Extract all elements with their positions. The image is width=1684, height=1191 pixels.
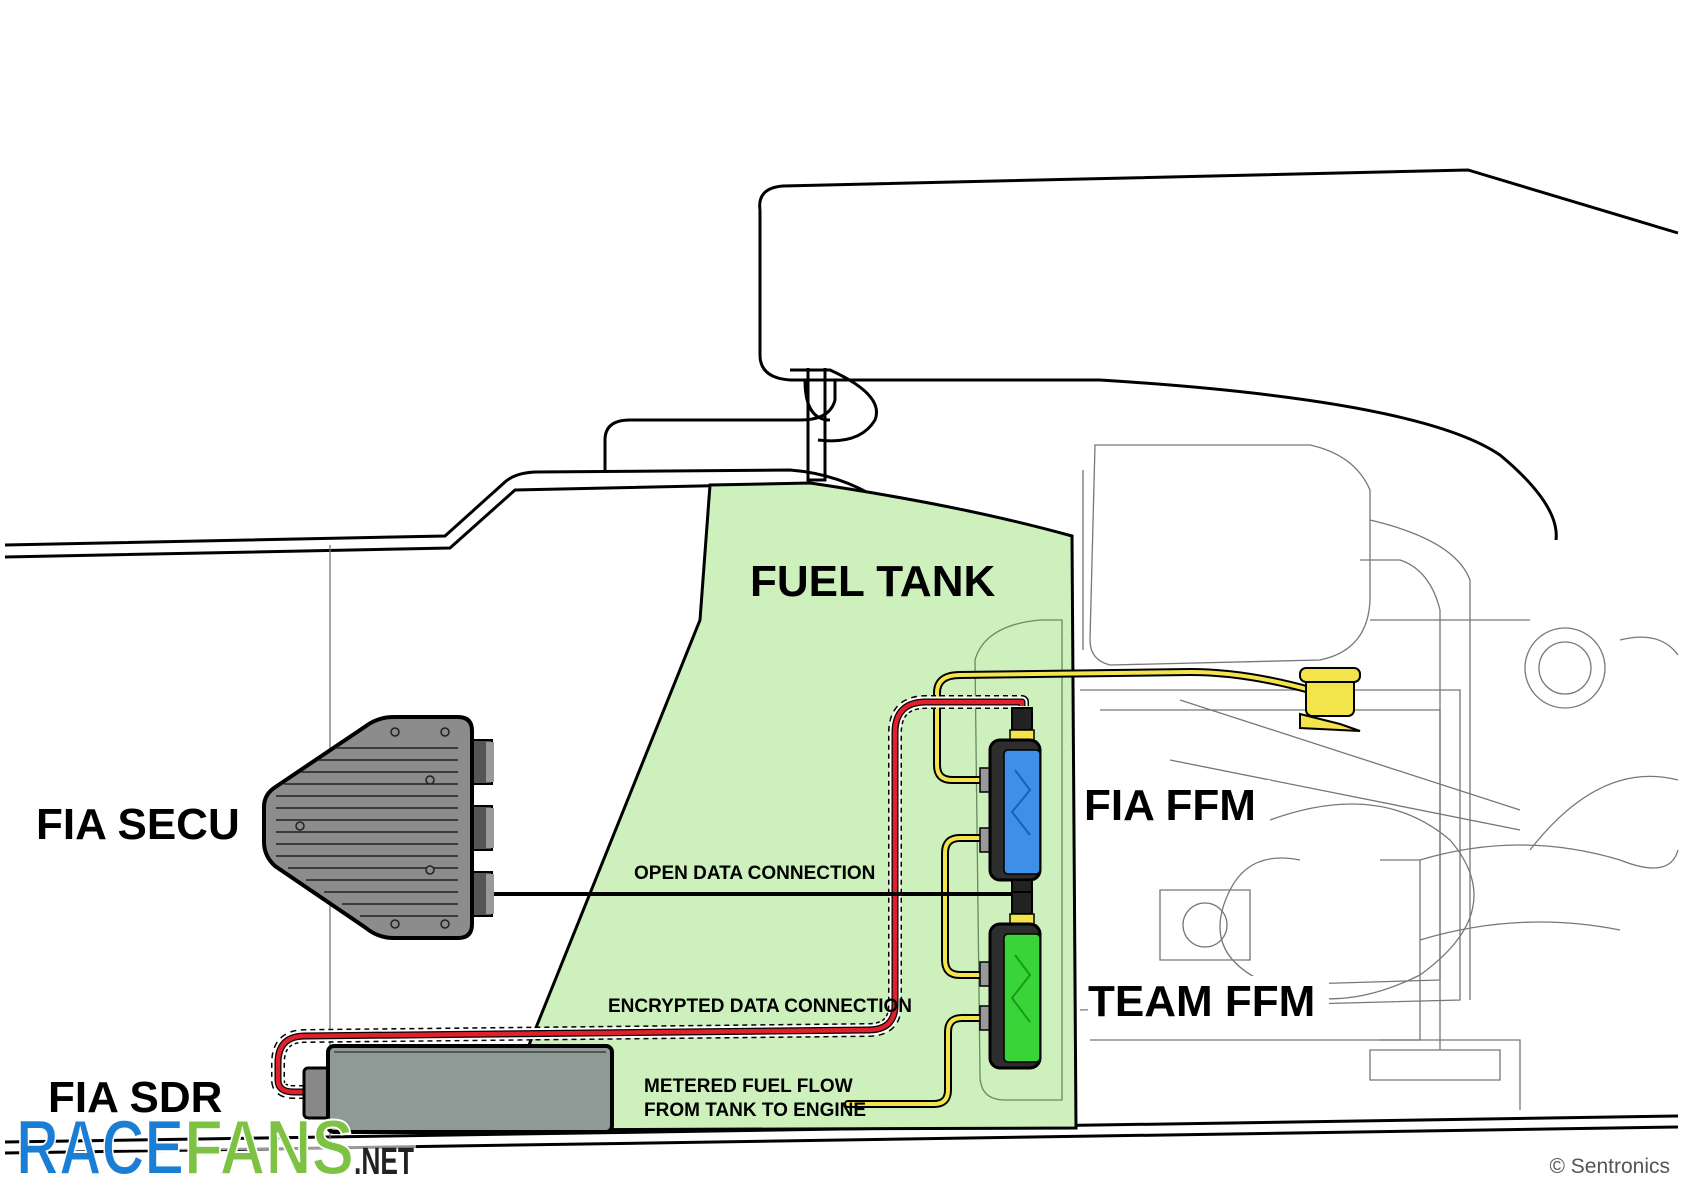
open-data-connection-label: OPEN DATA CONNECTION: [634, 863, 876, 884]
fia-ffm-label: FIA FFM: [1084, 780, 1270, 832]
fia-secu-unit: [262, 715, 494, 940]
team-ffm-label: TEAM FFM: [1088, 976, 1330, 1028]
metered-fuel-flow-label: METERED FUEL FLOW: [644, 1076, 853, 1097]
encrypted-data-connection-label: ENCRYPTED DATA CONNECTION: [608, 996, 912, 1017]
fuel-sensor-icon: [1299, 667, 1361, 732]
fuel-lines: [844, 668, 1339, 1108]
engine-outline: [329, 444, 1679, 1140]
fuel-tank-cavity: [974, 619, 1063, 1101]
team-ffm-unit: [979, 891, 1042, 1070]
fia-ffm-unit: [979, 707, 1042, 901]
logo-net: .NET: [354, 1141, 414, 1180]
logo-fans: FANS: [184, 1104, 354, 1180]
fuel-tank: [482, 481, 1078, 1132]
fia-sdr-label: FIA SDR: [48, 1073, 223, 1122]
copyright-label: © Sentronics: [1549, 1155, 1670, 1178]
fia-sdr-unit: [302, 1044, 614, 1134]
racefans-logo: RACE FANS .NET: [16, 1104, 416, 1180]
fuel-tank-label: FUEL TANK: [750, 557, 996, 606]
encrypted-data-connection: [271, 695, 1029, 1099]
logo-race: RACE: [16, 1104, 184, 1180]
fia-secu-label: FIA SECU: [36, 800, 240, 849]
metered-fuel-flow-label-line2: FROM TANK TO ENGINE: [644, 1100, 867, 1121]
